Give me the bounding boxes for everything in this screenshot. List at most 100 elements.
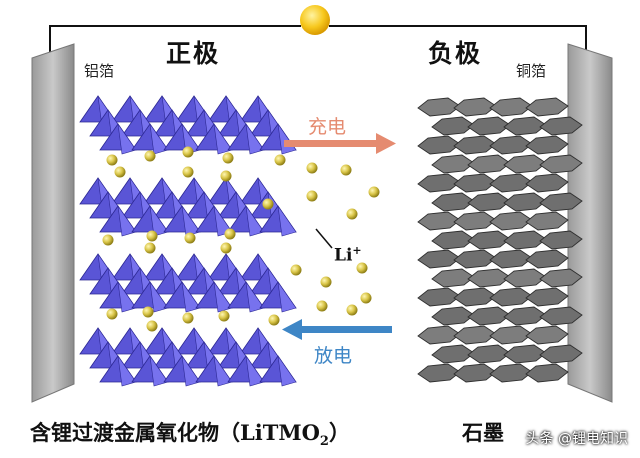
circuit-wire-path (49, 25, 587, 56)
octahedron-facet (149, 355, 169, 387)
lithium-ion (368, 186, 380, 198)
li-symbol: Li (334, 245, 353, 266)
discharge-label: 放电 (314, 345, 353, 367)
aluminum-foil-plate (31, 43, 75, 403)
anode-title: 负极 (428, 39, 483, 68)
graphite-sheet (453, 325, 497, 345)
graphite-sheet (525, 211, 569, 231)
octahedron-facet (117, 355, 137, 387)
cathode-caption: 含锂过渡金属氧化物（LiTMO2） (30, 417, 350, 449)
lithium-ion (360, 292, 372, 304)
graphite-sheet (431, 192, 475, 212)
graphite-sheet (431, 230, 475, 250)
graphite-sheet (467, 344, 511, 364)
lithium-ion (182, 146, 194, 158)
octahedron-facet (181, 281, 201, 313)
graphite-sheet (539, 306, 583, 326)
copper-foil-label: 铜箔 (516, 62, 547, 80)
graphite-sheet (453, 249, 497, 269)
graphite-sheet (503, 268, 547, 288)
graphite-sheet (489, 135, 533, 155)
graphite-sheet (539, 344, 583, 364)
lithium-ion (306, 162, 318, 174)
graphite-sheet (417, 135, 461, 155)
aluminum-foil-label: 铝箔 (84, 62, 115, 80)
lithium-ion (346, 304, 358, 316)
lithium-ion (356, 262, 368, 274)
octahedron-facet (117, 205, 137, 237)
lithium-ion (182, 312, 194, 324)
graphite-sheet (539, 154, 583, 174)
graphite-sheet (525, 363, 569, 383)
lithium-ion (146, 230, 158, 242)
graphite-sheet (431, 268, 475, 288)
cathode-caption-close: ） (328, 420, 350, 445)
lithium-ion (106, 308, 118, 320)
lithium-ion (220, 242, 232, 254)
lithium-ion (184, 232, 196, 244)
lithium-ion (306, 190, 318, 202)
lithium-ion (316, 300, 328, 312)
graphite-sheet (539, 268, 583, 288)
graphite-sheet (525, 287, 569, 307)
graphite-sheet (489, 249, 533, 269)
graphite-sheet (539, 116, 583, 136)
graphite-sheet (453, 173, 497, 193)
octahedron-facet (117, 123, 137, 155)
octahedron-facet (245, 281, 265, 313)
lithium-ion (114, 166, 126, 178)
octahedron-facet (149, 205, 169, 237)
graphite-sheet (503, 230, 547, 250)
octahedron-facet (149, 281, 169, 313)
graphite-sheet (431, 306, 475, 326)
graphite-sheet (417, 363, 461, 383)
lithium-ion (224, 228, 236, 240)
graphite-sheet (467, 116, 511, 136)
octahedron-facet (277, 205, 297, 237)
lithium-ion (144, 242, 156, 254)
octahedron-facet (277, 355, 297, 387)
graphite-sheet (489, 325, 533, 345)
lithium-ion (182, 166, 194, 178)
lithium-ion (222, 152, 234, 164)
graphite-sheet (453, 135, 497, 155)
graphite-sheet (417, 211, 461, 231)
watermark: 头条 @锂电知识 (525, 431, 628, 447)
graphite-sheet (539, 230, 583, 250)
li-charge: + (352, 244, 362, 257)
graphite-sheet (503, 192, 547, 212)
graphite-sheet (417, 173, 461, 193)
octahedron-facet (245, 355, 265, 387)
octahedra-layer (79, 327, 297, 387)
graphite-sheet (417, 97, 461, 117)
graphite-sheet (503, 154, 547, 174)
octahedron-facet (245, 123, 265, 155)
graphite-sheet (489, 211, 533, 231)
graphite-sheet (467, 306, 511, 326)
cathode-lattice (79, 95, 297, 387)
graphite-sheet (489, 363, 533, 383)
graphite-sheet (489, 287, 533, 307)
octahedron-facet (213, 355, 233, 387)
graphite-sheet (453, 211, 497, 231)
graphite-sheet (417, 249, 461, 269)
lithium-ion (320, 276, 332, 288)
graphite-sheet (489, 97, 533, 117)
graphite-sheet (467, 230, 511, 250)
graphite-sheet (503, 116, 547, 136)
graphite-sheet (525, 97, 569, 117)
charge-arrow (284, 133, 396, 154)
graphite-sheet (417, 325, 461, 345)
graphite-sheet (539, 192, 583, 212)
graphite-sheet (453, 363, 497, 383)
lithium-ions (102, 146, 380, 332)
octahedron-facet (213, 281, 233, 313)
octahedra-layer (79, 177, 297, 237)
graphite-sheet (453, 287, 497, 307)
cathode-caption-subscript: 2 (319, 434, 329, 450)
octahedron-facet (149, 123, 169, 155)
graphite-sheet (525, 325, 569, 345)
lithium-ion (106, 154, 118, 166)
